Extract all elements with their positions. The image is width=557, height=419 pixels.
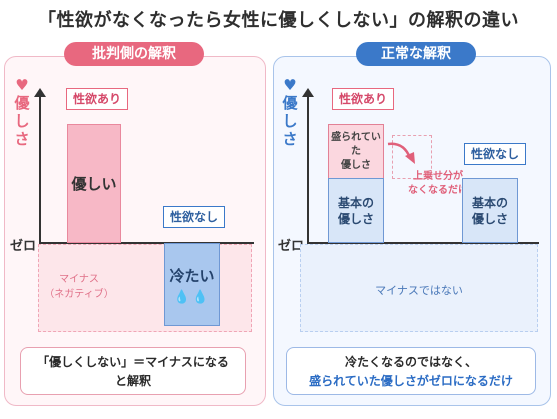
cold-drops-icon: 💧💧 [173,289,211,305]
left-y-axis [39,95,41,243]
left-bar-with-desire: 優しい [67,124,121,243]
right-bar-base-kindness-without-text: 基本の 優しさ [471,195,508,226]
left-zero-line [39,242,254,244]
left-bar-with-desire-text: 優しい [71,175,117,193]
left-zero-label: ゼロ [10,239,37,254]
left-without-desire-label: 性欲なし [163,206,226,228]
right-conclusion-line2: 盛られていた優しさがゼロになるだけ [309,374,513,388]
right-bar-added-kindness-text: 盛られていた 優しさ [331,131,381,171]
left-y-axis-label: 優しさ [14,94,30,148]
right-y-axis [307,95,309,243]
right-y-axis-arrow [302,88,314,97]
critic-interpretation-tag: 批判側の解釈 [64,42,204,66]
right-zero-label: ゼロ [278,239,305,254]
right-bar-added-kindness: 盛られていた 優しさ [328,124,384,179]
right-no-minus-area [300,244,538,332]
removed-portion-outline [392,135,432,179]
right-with-desire-label: 性欲あり [332,88,395,110]
normal-interpretation-tag: 正常な解釈 [356,42,476,66]
right-y-axis-label: 優しさ [282,94,298,148]
right-bar-base-kindness-with: 基本の 優しさ [328,178,384,243]
left-bar-without-desire-text: 冷たい [169,266,215,285]
left-with-desire-label: 性欲あり [66,88,129,110]
right-bar-base-kindness-without: 基本の 優しさ [462,178,518,243]
right-arrow-note: 上乗せ分が なくなるだけ [408,171,468,196]
right-without-desire-label: 性欲なし [464,143,527,165]
left-bar-without-desire: 冷たい 💧💧 [164,243,220,326]
right-no-minus-label: マイナスではない [375,284,463,297]
left-conclusion-box: 「優しくしない」＝マイナスになる と解釈 [20,347,246,395]
left-conclusion-line2: と解釈 [114,374,151,388]
left-conclusion-line1: 「優しくしない」＝マイナスになる [37,355,229,369]
right-conclusion-line1: 冷たくなるのではなく、 [344,355,477,369]
right-bar-base-kindness-with-text: 基本の 優しさ [337,195,374,226]
left-minus-label: マイナス （ネガティブ） [44,274,114,300]
arrow-icon [387,142,415,164]
left-y-axis-arrow [34,88,46,97]
right-conclusion-box: 冷たくなるのではなく、 盛られていた優しさがゼロになるだけ [286,347,536,395]
heart-icon: ♥ [15,76,29,94]
page-title: 「性欲がなくなったら女性に優しくしない」の解釈の違い [38,10,519,31]
right-zero-line [307,242,539,244]
heart-icon: ♥ [283,76,297,94]
